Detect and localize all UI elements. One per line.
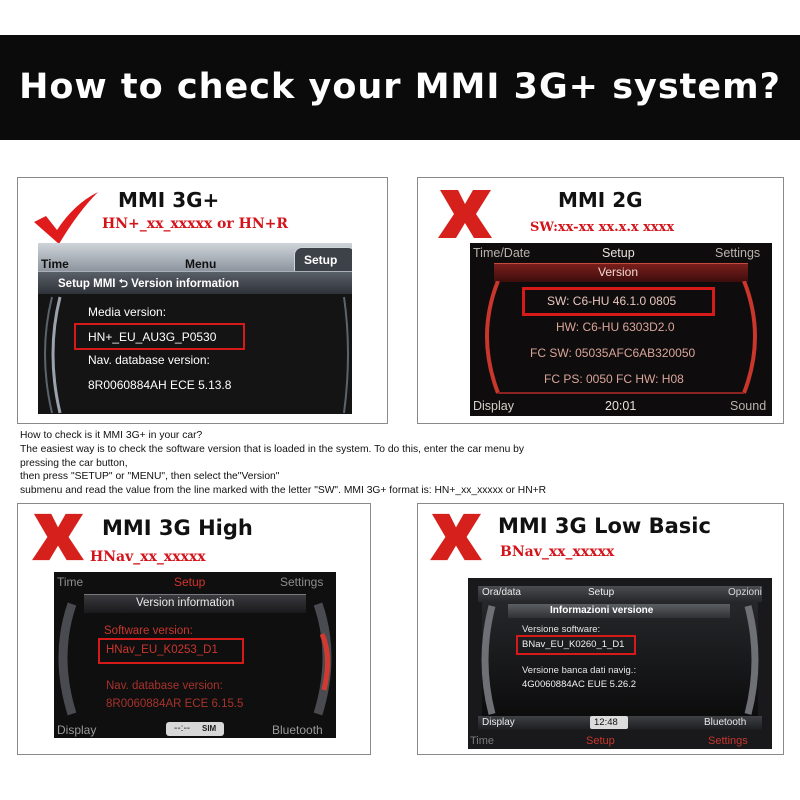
format-label: SW:xx-xx xx.x.x xxxx bbox=[530, 220, 675, 235]
sim-indicator: SIM bbox=[202, 724, 217, 733]
panel-title: MMI 2G bbox=[558, 188, 643, 212]
nav-version-value: 8R0060884AH ECE 5.13.8 bbox=[88, 378, 232, 392]
nav-version-value: 8R0060884AR ECE 6.15.5 bbox=[106, 698, 244, 710]
tab-settings[interactable]: Settings bbox=[715, 246, 761, 260]
mmi-screen: Ora/data Setup Opzioni Informazioni vers… bbox=[468, 578, 772, 749]
content-area bbox=[482, 602, 758, 716]
tab-time[interactable]: Time bbox=[57, 575, 84, 589]
clock-pill bbox=[590, 716, 628, 729]
tab-time-date[interactable]: Time/Date bbox=[473, 246, 531, 260]
instruction-line-3: pressing the car button, bbox=[20, 458, 128, 469]
software-version-value: HNav_EU_K0253_D1 bbox=[106, 644, 218, 656]
highlight-box bbox=[516, 635, 636, 655]
tab-setup[interactable]: Setup bbox=[174, 575, 206, 589]
hw-line: HW: C6-HU 6303D2.0 bbox=[556, 320, 675, 334]
x-cross-icon bbox=[32, 513, 84, 561]
bottom-setup-label[interactable]: Setup bbox=[586, 735, 615, 747]
fc-ps-line: FC PS: 0050 FC HW: H08 bbox=[544, 372, 684, 386]
version-heading: Version information bbox=[136, 597, 235, 609]
tab-setup[interactable]: Setup bbox=[588, 587, 615, 598]
softkey-bluetooth[interactable]: Bluetooth bbox=[272, 723, 323, 737]
panel-mmi-2g: MMI 2G SW:xx-xx xx.x.x xxxx Time/Date Se… bbox=[417, 177, 784, 424]
tab-settings[interactable]: Settings bbox=[280, 575, 324, 589]
panel-mmi-3g-high: MMI 3G High HNav_xx_xxxxx Time Setup Set… bbox=[17, 503, 371, 755]
version-header-bar bbox=[508, 604, 730, 618]
breadcrumb: Setup MMI ⮌ Version information bbox=[58, 278, 240, 290]
highlight-box bbox=[98, 638, 244, 664]
panel-title: MMI 3G Low Basic bbox=[498, 514, 711, 538]
softkey-bluetooth[interactable]: Bluetooth bbox=[704, 717, 747, 728]
format-label: BNav_xx_xxxxx bbox=[500, 544, 615, 560]
tab-opzioni[interactable]: Opzioni bbox=[728, 587, 762, 598]
nav-version-label: Versione banca dati navig.: bbox=[522, 665, 637, 676]
nav-version-value: 4G0060884AC EUE 5.26.2 bbox=[522, 679, 637, 690]
version-heading: Informazioni versione bbox=[550, 605, 654, 616]
clock: 20:01 bbox=[605, 399, 637, 413]
bottom-time-label[interactable]: Time bbox=[470, 735, 495, 747]
bottom-settings-label[interactable]: Settings bbox=[708, 735, 748, 747]
content-frame bbox=[481, 605, 759, 715]
clock: 12:48 bbox=[594, 717, 618, 728]
content-frame bbox=[44, 296, 349, 414]
softkey-display[interactable]: Display bbox=[482, 717, 515, 728]
softkey-display[interactable]: Display bbox=[57, 723, 97, 737]
title-banner bbox=[0, 35, 800, 140]
checkmark-icon bbox=[34, 192, 98, 244]
version-heading: Version bbox=[598, 265, 639, 279]
media-version-value: HN+_EU_AU3G_P0530 bbox=[88, 330, 217, 344]
content-frame bbox=[58, 602, 332, 716]
sw-line: SW: C6-HU 46.1.0 0805 bbox=[547, 294, 677, 308]
software-version-value: BNav_EU_K0260_1_D1 bbox=[522, 639, 625, 650]
page-title: How to check your MMI 3G+ system? bbox=[19, 67, 781, 107]
media-version-label: Media version: bbox=[88, 305, 167, 319]
status-pill bbox=[166, 722, 224, 736]
status-time: --:-- bbox=[174, 723, 191, 734]
tab-bar bbox=[478, 586, 762, 602]
softkey-display[interactable]: Display bbox=[473, 399, 514, 413]
highlight-box bbox=[74, 323, 245, 350]
panel-title: MMI 3G+ bbox=[118, 188, 220, 212]
nav-version-label: Nav. database version: bbox=[88, 353, 210, 367]
tab-setup[interactable]: Setup bbox=[602, 246, 635, 260]
version-header-bar bbox=[494, 263, 748, 282]
content-frame bbox=[485, 281, 757, 394]
instruction-line-5: submenu and read the value from the line… bbox=[20, 485, 547, 496]
format-label: HN+_xx_xxxxx or HN+R bbox=[102, 216, 289, 232]
panel-mmi-3g-plus: MMI 3G+ HN+_xx_xxxxx or HN+R Time Menu S… bbox=[17, 177, 388, 424]
panel-mmi-3g-low-basic: MMI 3G Low Basic BNav_xx_xxxxx Ora/data … bbox=[417, 503, 784, 755]
instruction-line-1: How to check is it MMI 3G+ in your car? bbox=[20, 430, 203, 441]
instruction-line-4: then press "SETUP" or "MENU", then selec… bbox=[20, 471, 280, 482]
fc-sw-line: FC SW: 05035AFC6AB320050 bbox=[530, 346, 696, 360]
version-header-bar bbox=[84, 594, 306, 613]
nav-version-label: Nav. database version: bbox=[106, 680, 223, 692]
softkey-sound[interactable]: Sound bbox=[730, 399, 767, 413]
mmi-screen: Time/Date Setup Settings Version SW: C6-… bbox=[470, 243, 772, 416]
software-version-label: Versione software: bbox=[522, 624, 601, 635]
x-cross-icon bbox=[438, 190, 492, 238]
breadcrumb-bar bbox=[38, 271, 352, 294]
format-label: HNav_xx_xxxxx bbox=[90, 549, 206, 565]
mmi-screen: Time Setup Settings Version information … bbox=[54, 572, 336, 738]
panel-title: MMI 3G High bbox=[102, 516, 253, 540]
tab-time[interactable]: Time bbox=[41, 257, 69, 271]
tab-ora-data[interactable]: Ora/data bbox=[482, 587, 521, 598]
tab-menu[interactable]: Menu bbox=[185, 257, 217, 271]
mmi-screen: Time Menu Setup Setup MMI ⮌ Version info… bbox=[38, 243, 352, 414]
x-cross-icon bbox=[430, 513, 482, 561]
instruction-line-2: The easiest way is to check the software… bbox=[20, 444, 525, 455]
tab-setup-active[interactable] bbox=[294, 247, 352, 272]
tab-setup[interactable]: Setup bbox=[304, 253, 338, 267]
software-version-label: Software version: bbox=[104, 625, 193, 637]
highlight-box bbox=[522, 287, 715, 316]
